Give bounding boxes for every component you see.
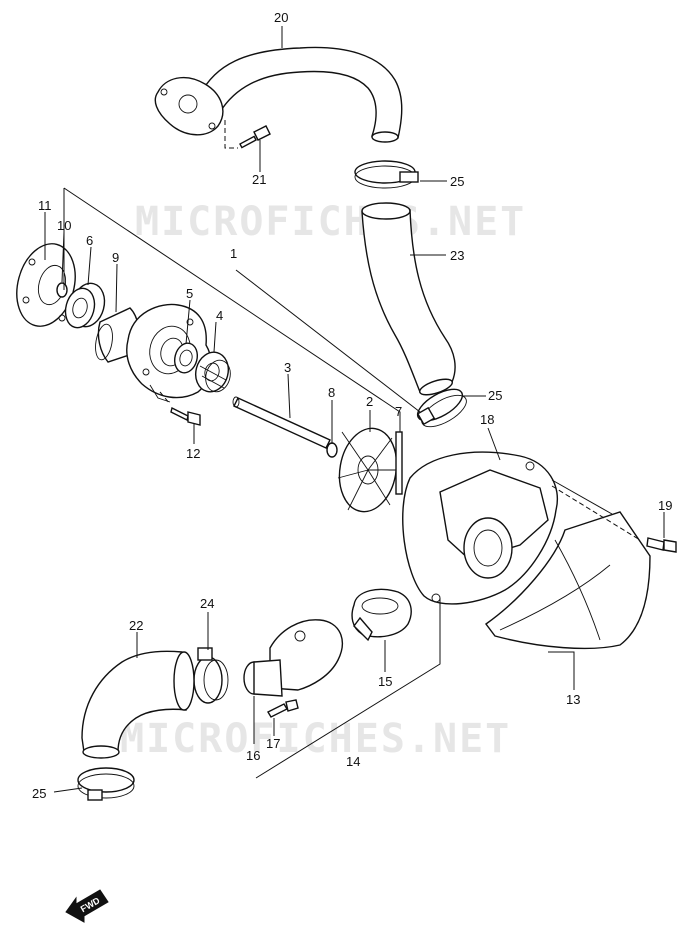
callout-labels: 20 21 25 23 25 11 10 6 9 1 5 4 3 8 2 7 1…: [32, 10, 672, 801]
callout-5: 5: [186, 286, 193, 301]
hose-clamp-part-25-bottom[interactable]: [77, 767, 135, 801]
upper-pipe-part-20[interactable]: [154, 46, 403, 143]
callout-25-middle: 25: [488, 388, 502, 403]
bolt-part-17[interactable]: [267, 699, 299, 718]
callout-16: 16: [246, 748, 260, 763]
leader-lines: [44, 26, 665, 793]
watermark-top: MICROFICHES.NET: [135, 199, 526, 245]
pin-part-7[interactable]: [395, 431, 403, 495]
bolt-part-12[interactable]: [159, 391, 201, 426]
pump-cover-part-18[interactable]: [402, 451, 558, 605]
hose-clamp-part-24[interactable]: [193, 647, 229, 704]
o-ring-part-10[interactable]: [56, 282, 68, 298]
callout-25-top: 25: [450, 174, 464, 189]
bolt-part-21[interactable]: [224, 120, 271, 149]
callout-24: 24: [200, 596, 214, 611]
callout-25-bottom: 25: [32, 786, 46, 801]
callout-15: 15: [378, 674, 392, 689]
callout-14: 14: [346, 754, 360, 769]
callout-4: 4: [216, 308, 223, 323]
forward-direction-marker: FWD: [65, 889, 109, 923]
callout-18: 18: [480, 412, 494, 427]
guard-part-13[interactable]: [485, 511, 651, 650]
callout-9: 9: [112, 250, 119, 265]
callout-20: 20: [274, 10, 288, 25]
callout-7: 7: [395, 404, 402, 419]
bearing-part-6[interactable]: [61, 280, 109, 331]
callout-22: 22: [129, 618, 143, 633]
callout-6: 6: [86, 233, 93, 248]
thermostat-cover-part-16[interactable]: [243, 619, 343, 697]
callout-3: 3: [284, 360, 291, 375]
shaft-part-3[interactable]: [232, 396, 331, 449]
o-ring-part-5[interactable]: [171, 341, 200, 376]
callout-12: 12: [186, 446, 200, 461]
pump-housing-part-1[interactable]: [126, 303, 212, 403]
impeller-part-2[interactable]: [333, 424, 403, 516]
callout-13: 13: [566, 692, 580, 707]
hose-clamp-part-25-top[interactable]: [354, 160, 419, 189]
callout-11: 11: [38, 198, 52, 213]
thermostat-part-15[interactable]: [351, 588, 412, 642]
hose-part-23[interactable]: [361, 202, 456, 398]
bolt-part-19[interactable]: [646, 537, 677, 553]
callout-10: 10: [57, 218, 71, 233]
hose-clamp-part-25-middle[interactable]: [413, 383, 471, 433]
callout-21: 21: [252, 172, 266, 187]
forward-arrow-icon: [65, 889, 109, 923]
callout-2: 2: [366, 394, 373, 409]
lower-hose-part-22[interactable]: [81, 650, 195, 759]
callout-23: 23: [450, 248, 464, 263]
callout-19: 19: [658, 498, 672, 513]
callout-8: 8: [328, 385, 335, 400]
callout-17: 17: [266, 736, 280, 751]
seal-part-4[interactable]: [191, 349, 233, 396]
callout-1: 1: [230, 246, 237, 261]
watermark-bottom: MICROFICHES.NET: [120, 716, 511, 762]
pin-part-8[interactable]: [326, 442, 338, 458]
